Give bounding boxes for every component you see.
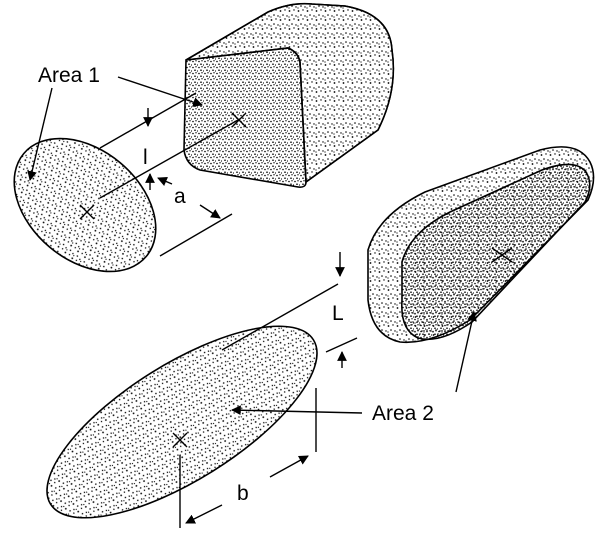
upper-body xyxy=(183,2,395,188)
area2-arrow-to-body xyxy=(455,311,477,393)
dimension-l-small: l xyxy=(99,92,239,199)
dim-L-label: L xyxy=(332,302,344,325)
area1-ellipse xyxy=(13,137,157,273)
dim-b-label: b xyxy=(237,482,249,505)
right-body xyxy=(367,146,595,344)
dimension-a: a xyxy=(157,176,233,257)
dimension-b: b xyxy=(179,388,317,528)
area1-arrow-to-face xyxy=(117,76,203,107)
area2-arrow-to-ellipse xyxy=(231,405,363,416)
area2-label: Area 2 xyxy=(372,402,434,425)
dim-a-label: a xyxy=(174,185,186,208)
area2-ellipse xyxy=(46,325,318,519)
area1-arrow-to-ellipse xyxy=(27,87,53,181)
area1-label: Area 1 xyxy=(38,64,100,87)
dim-l-small-label: l xyxy=(143,146,148,169)
